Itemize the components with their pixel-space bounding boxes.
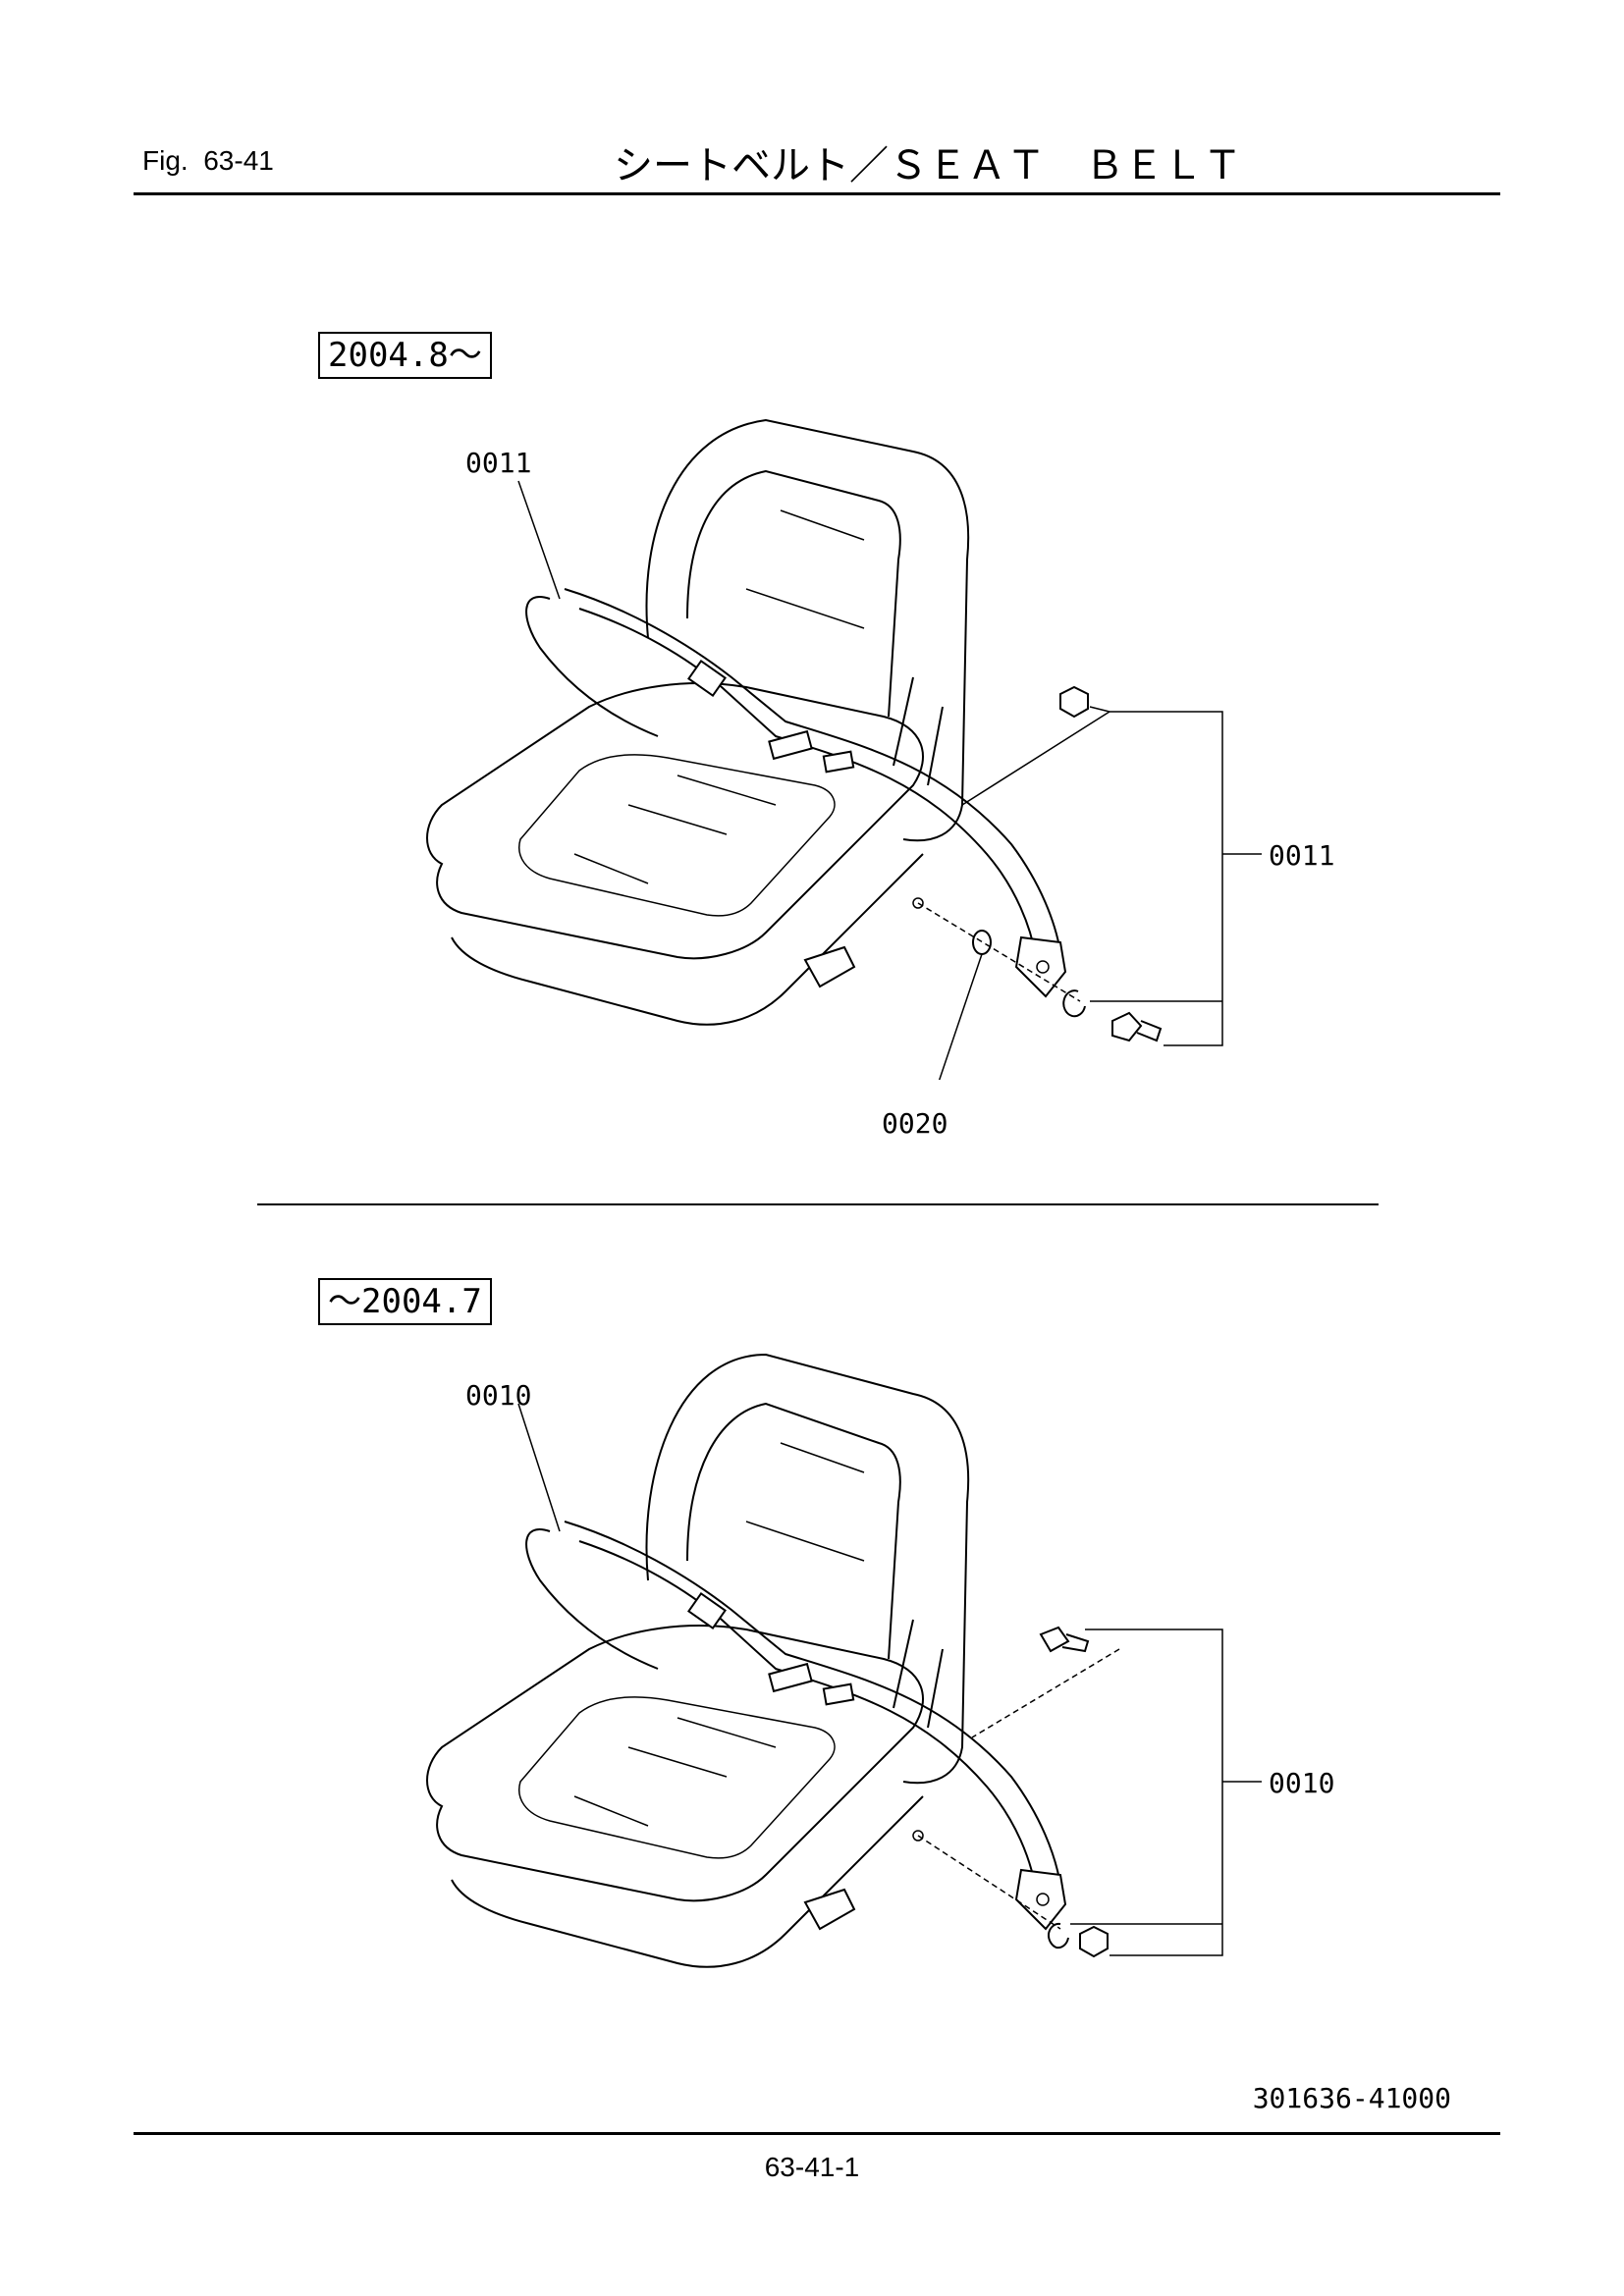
seat-illustration xyxy=(426,1353,970,1968)
section-divider xyxy=(257,1203,1379,1205)
washer-icon xyxy=(972,930,992,955)
seat-belt-strap xyxy=(525,1521,1067,1931)
fasteners xyxy=(912,1626,1109,1958)
leader-lines xyxy=(517,480,1262,1080)
leader-lines xyxy=(517,1403,1262,1956)
part-callout-fastener-group-1: 0011 xyxy=(1269,839,1335,872)
page-title: シートベルト／ＳＥＡＴ ＢＥＬＴ xyxy=(614,143,1242,188)
date-range-box-2: ～2004.7 xyxy=(318,1278,492,1325)
seat-belt-diagram-2 xyxy=(426,1353,1262,1968)
part-callout-belt-1: 0011 xyxy=(465,447,532,479)
spring-washer-icon xyxy=(1062,989,1086,1018)
spring-washer-icon xyxy=(1048,1922,1069,1949)
seat-belt-diagram-1 xyxy=(426,418,1262,1080)
page-number: 63-41-1 xyxy=(764,2152,860,2182)
nut-icon xyxy=(1059,685,1089,719)
fasteners xyxy=(912,685,1163,1042)
part-callout-washer: 0020 xyxy=(882,1107,948,1140)
bolt-icon xyxy=(1111,1011,1143,1042)
figure-label: Fig. 63-41 xyxy=(142,145,274,176)
header-rule xyxy=(134,192,1500,195)
seat-belt-strap xyxy=(525,588,1067,998)
part-callout-belt-2: 0010 xyxy=(465,1379,532,1412)
seat-illustration xyxy=(426,418,970,1026)
part-callout-fastener-group-2: 0010 xyxy=(1269,1767,1335,1799)
nut-icon xyxy=(1079,1925,1109,1958)
date-range-box-1: 2004.8～ xyxy=(318,332,492,379)
document-number: 301636-41000 xyxy=(1252,2082,1451,2114)
bolt-icon xyxy=(1039,1626,1070,1653)
footer-rule xyxy=(134,2132,1500,2135)
